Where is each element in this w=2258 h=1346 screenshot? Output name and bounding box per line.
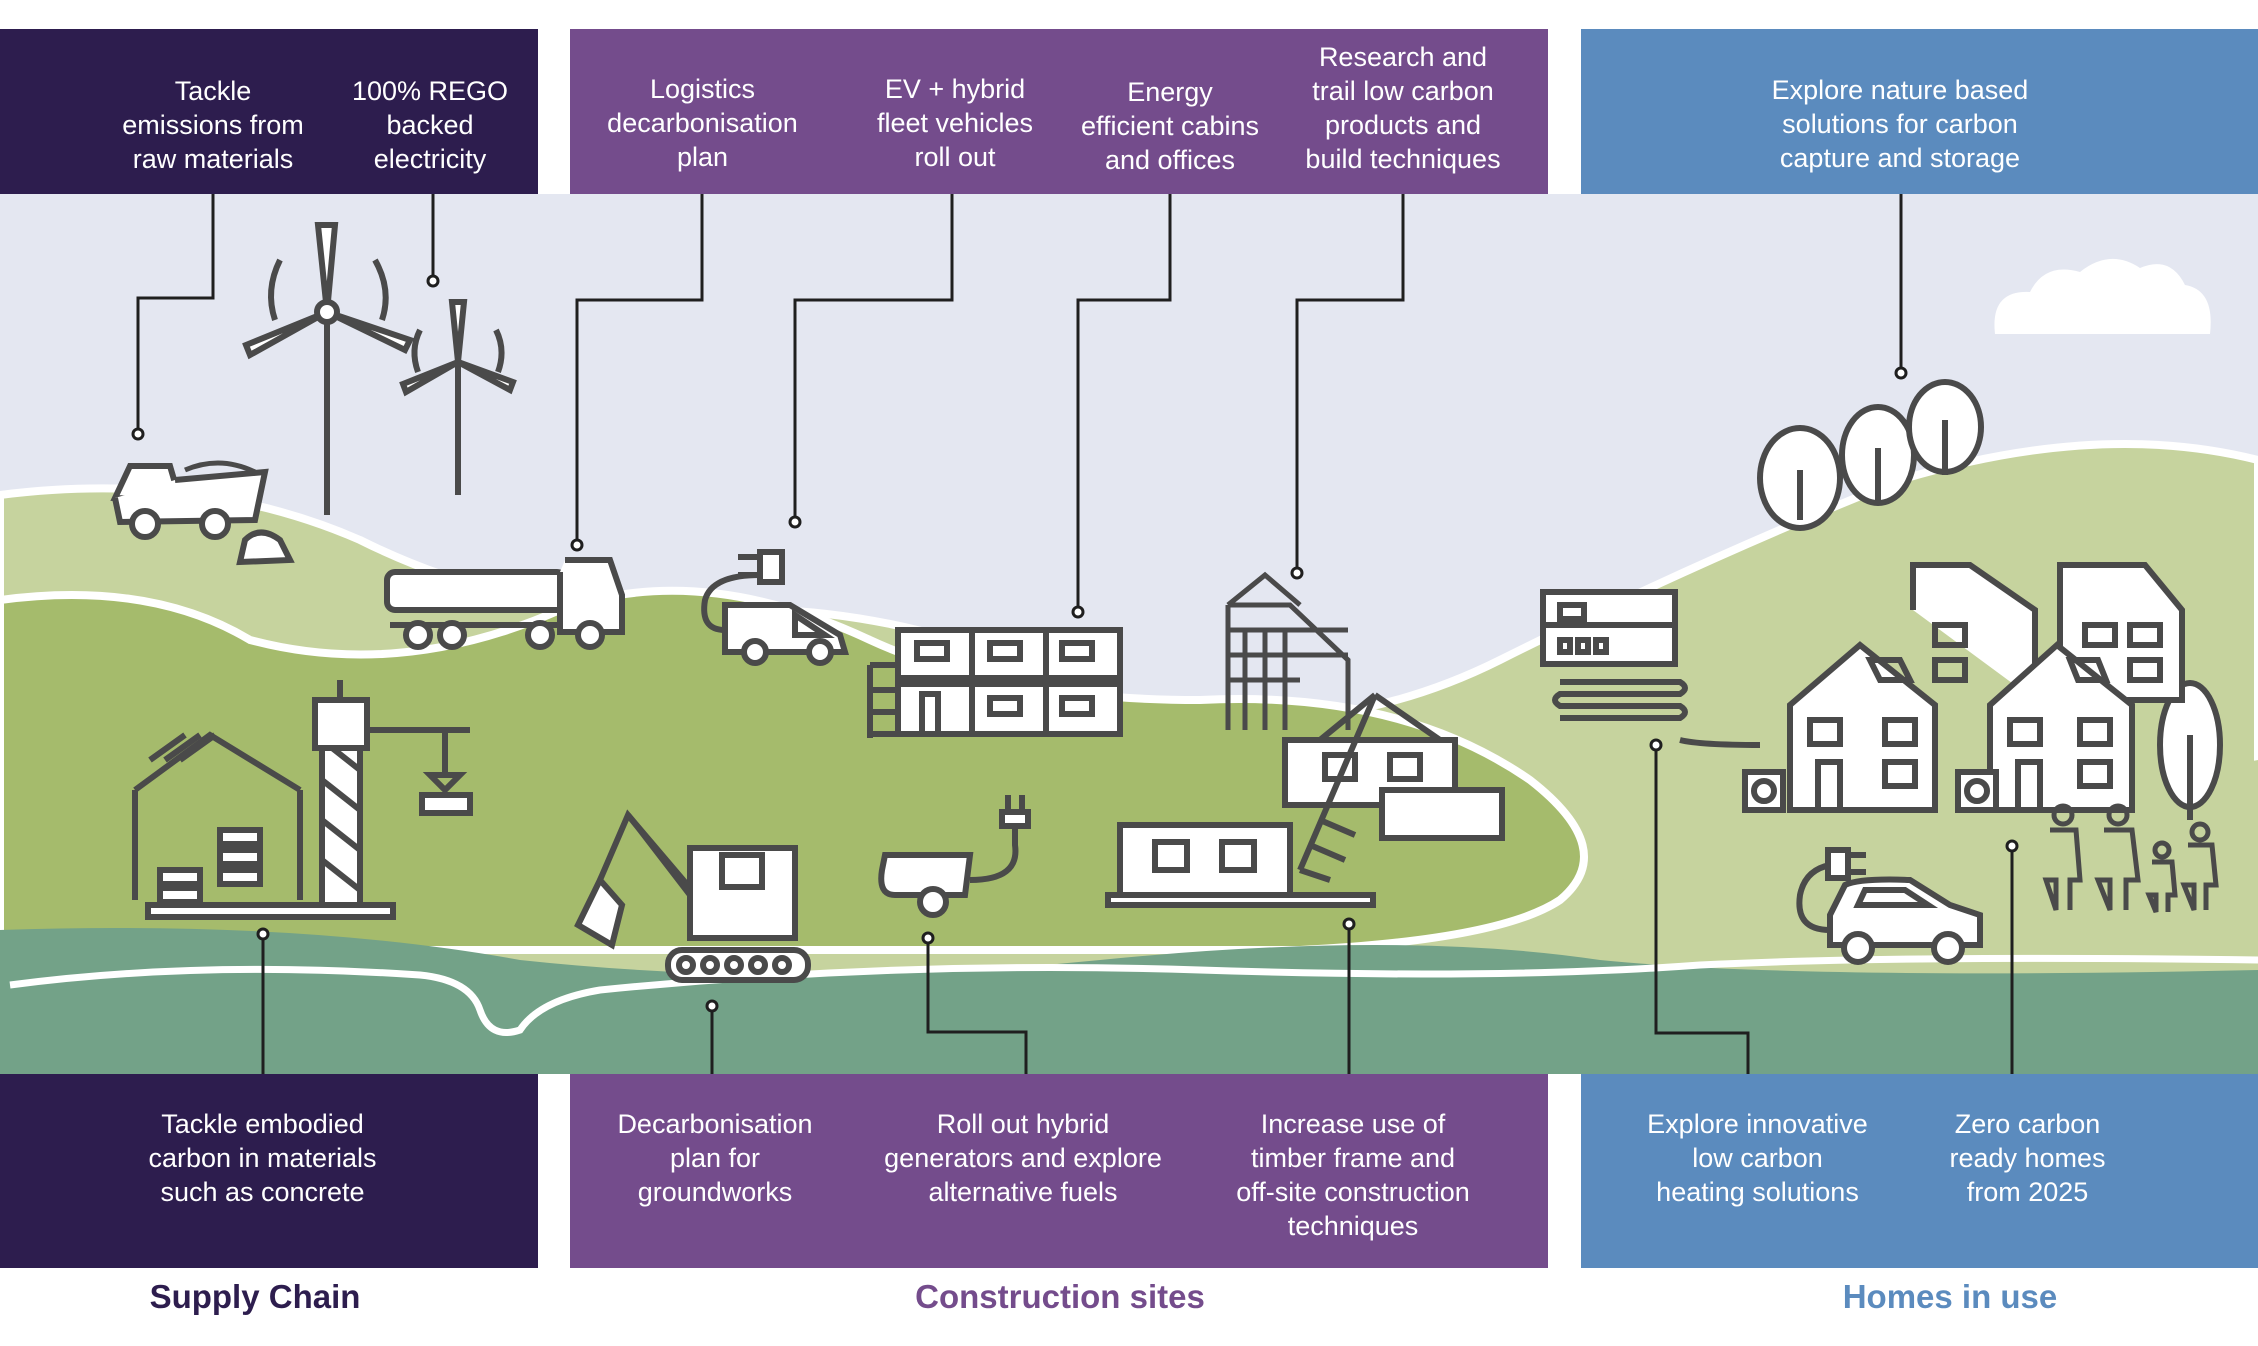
section-title-homes: Homes in use xyxy=(1842,1278,2058,1315)
crane-icon xyxy=(1282,692,1505,883)
heat-pump-icon xyxy=(1540,589,1761,748)
label-timber-frame: Increase use of timber frame and off-sit… xyxy=(1236,1109,1470,1241)
river-line xyxy=(9,954,2258,1036)
label-energy-cabins: Energy efficient cabins and offices xyxy=(1080,77,1260,175)
houses-icon xyxy=(1742,562,2185,813)
section-title-supply-chain: Supply Chain xyxy=(149,1278,361,1315)
ev-car-icon xyxy=(1796,847,1983,965)
connector-lines xyxy=(136,194,2014,1074)
lorry-icon xyxy=(384,557,625,650)
family-icon xyxy=(2042,803,2219,913)
building-site-icon xyxy=(132,680,473,920)
label-ev-fleet: EV + hybrid fleet vehicles roll out xyxy=(876,74,1034,172)
supply-chain-bottom-band xyxy=(0,1074,538,1268)
label-logistics: Logistics decarbonisation plan xyxy=(607,74,798,172)
trees-icon xyxy=(1757,379,2223,820)
label-nature: Explore nature based solutions for carbo… xyxy=(1771,75,2029,173)
connector-dots xyxy=(131,274,2019,1013)
homes-bottom-band xyxy=(1581,1074,2258,1268)
wind-turbine-icon xyxy=(242,222,517,515)
timber-frame-icon xyxy=(1225,571,1351,730)
dump-truck-icon xyxy=(110,460,295,566)
label-embodied-carbon: Tackle embodied carbon in materials such… xyxy=(148,1109,377,1207)
modular-building-icon xyxy=(1105,822,1376,908)
label-zero-carbon: Zero carbon ready homes from 2025 xyxy=(1949,1109,2106,1207)
label-rego-electricity: 100% REGO backed electricity xyxy=(351,76,509,174)
cloud-icon xyxy=(1994,258,2211,334)
label-heating: Explore innovative low carbon heating so… xyxy=(1647,1109,1868,1207)
supply-chain-top-band xyxy=(0,29,538,194)
label-research: Research and trail low carbon products a… xyxy=(1305,42,1501,174)
ev-van-icon xyxy=(701,549,850,666)
label-groundworks: Decarbonisation plan for groundworks xyxy=(617,1109,813,1207)
construction-bottom-band xyxy=(570,1074,1548,1268)
section-title-construction: Construction sites xyxy=(915,1278,1205,1315)
river-band xyxy=(0,928,2258,1074)
generator-icon xyxy=(878,795,1031,918)
homes-top-band xyxy=(1581,29,2258,194)
label-generators: Roll out hybrid generators and explore a… xyxy=(884,1109,1162,1207)
site-cabins-icon xyxy=(867,627,1123,738)
excavator-icon xyxy=(574,809,811,983)
construction-top-band xyxy=(570,29,1548,194)
label-tackle-emissions: Tackle emissions from raw materials xyxy=(122,76,304,174)
